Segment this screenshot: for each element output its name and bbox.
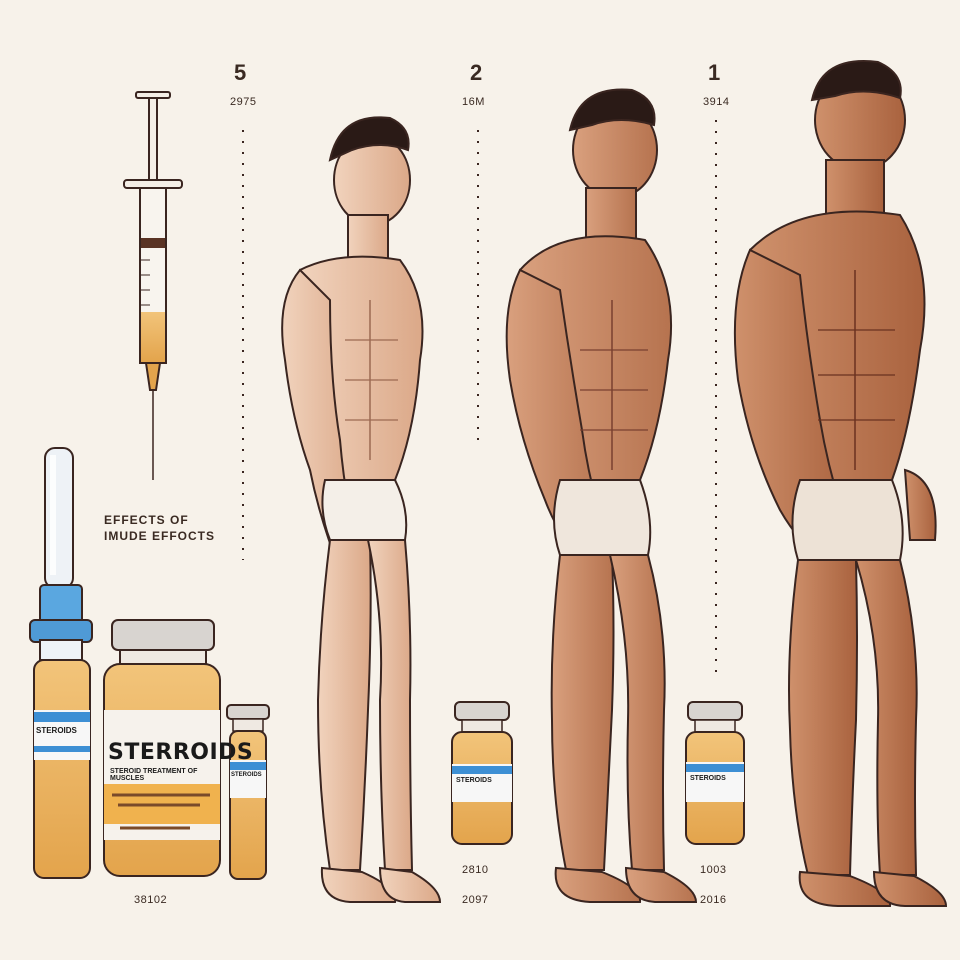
bottom-code: 2810 (462, 864, 489, 876)
lean-figure (281, 116, 442, 903)
stage-code: 3914 (703, 96, 730, 108)
bottom-code: 2016 (700, 894, 727, 906)
syringe-icon (123, 91, 183, 480)
vial-label: STEROIDS (36, 726, 77, 735)
bottom-code: 38102 (134, 894, 168, 906)
ampoule-vial-icon (29, 447, 93, 879)
effects-heading: EFFECTS OF IMUDE EFFOCTS (104, 512, 215, 544)
vial-label: STEROIDS (231, 772, 262, 778)
main-vial-label: STERROIDS (108, 740, 254, 765)
steroid-bottle-icon (103, 619, 221, 877)
small-vial-icon (451, 701, 513, 845)
main-vial-subtitle: STEROID TREATMENT OF MUSCLES (110, 768, 198, 782)
bottom-code: 1003 (700, 864, 727, 876)
muscular-figure (733, 60, 948, 907)
effects-line: EFFECTS OF (104, 513, 189, 527)
stage-code: 16M (462, 96, 485, 108)
bottom-code: 2097 (462, 894, 489, 906)
vial-label: STEROIDS (690, 775, 726, 782)
stage-number: 2 (470, 60, 483, 85)
small-vial-icon (226, 704, 270, 880)
medium-figure (505, 88, 698, 903)
stage-number: 1 (708, 60, 721, 85)
small-vial-icon (685, 701, 745, 845)
stage-code: 2975 (230, 96, 257, 108)
effects-line: IMUDE EFFOCTS (104, 529, 215, 543)
vial-label: STEROIDS (456, 777, 492, 784)
stage-number: 5 (234, 60, 247, 85)
